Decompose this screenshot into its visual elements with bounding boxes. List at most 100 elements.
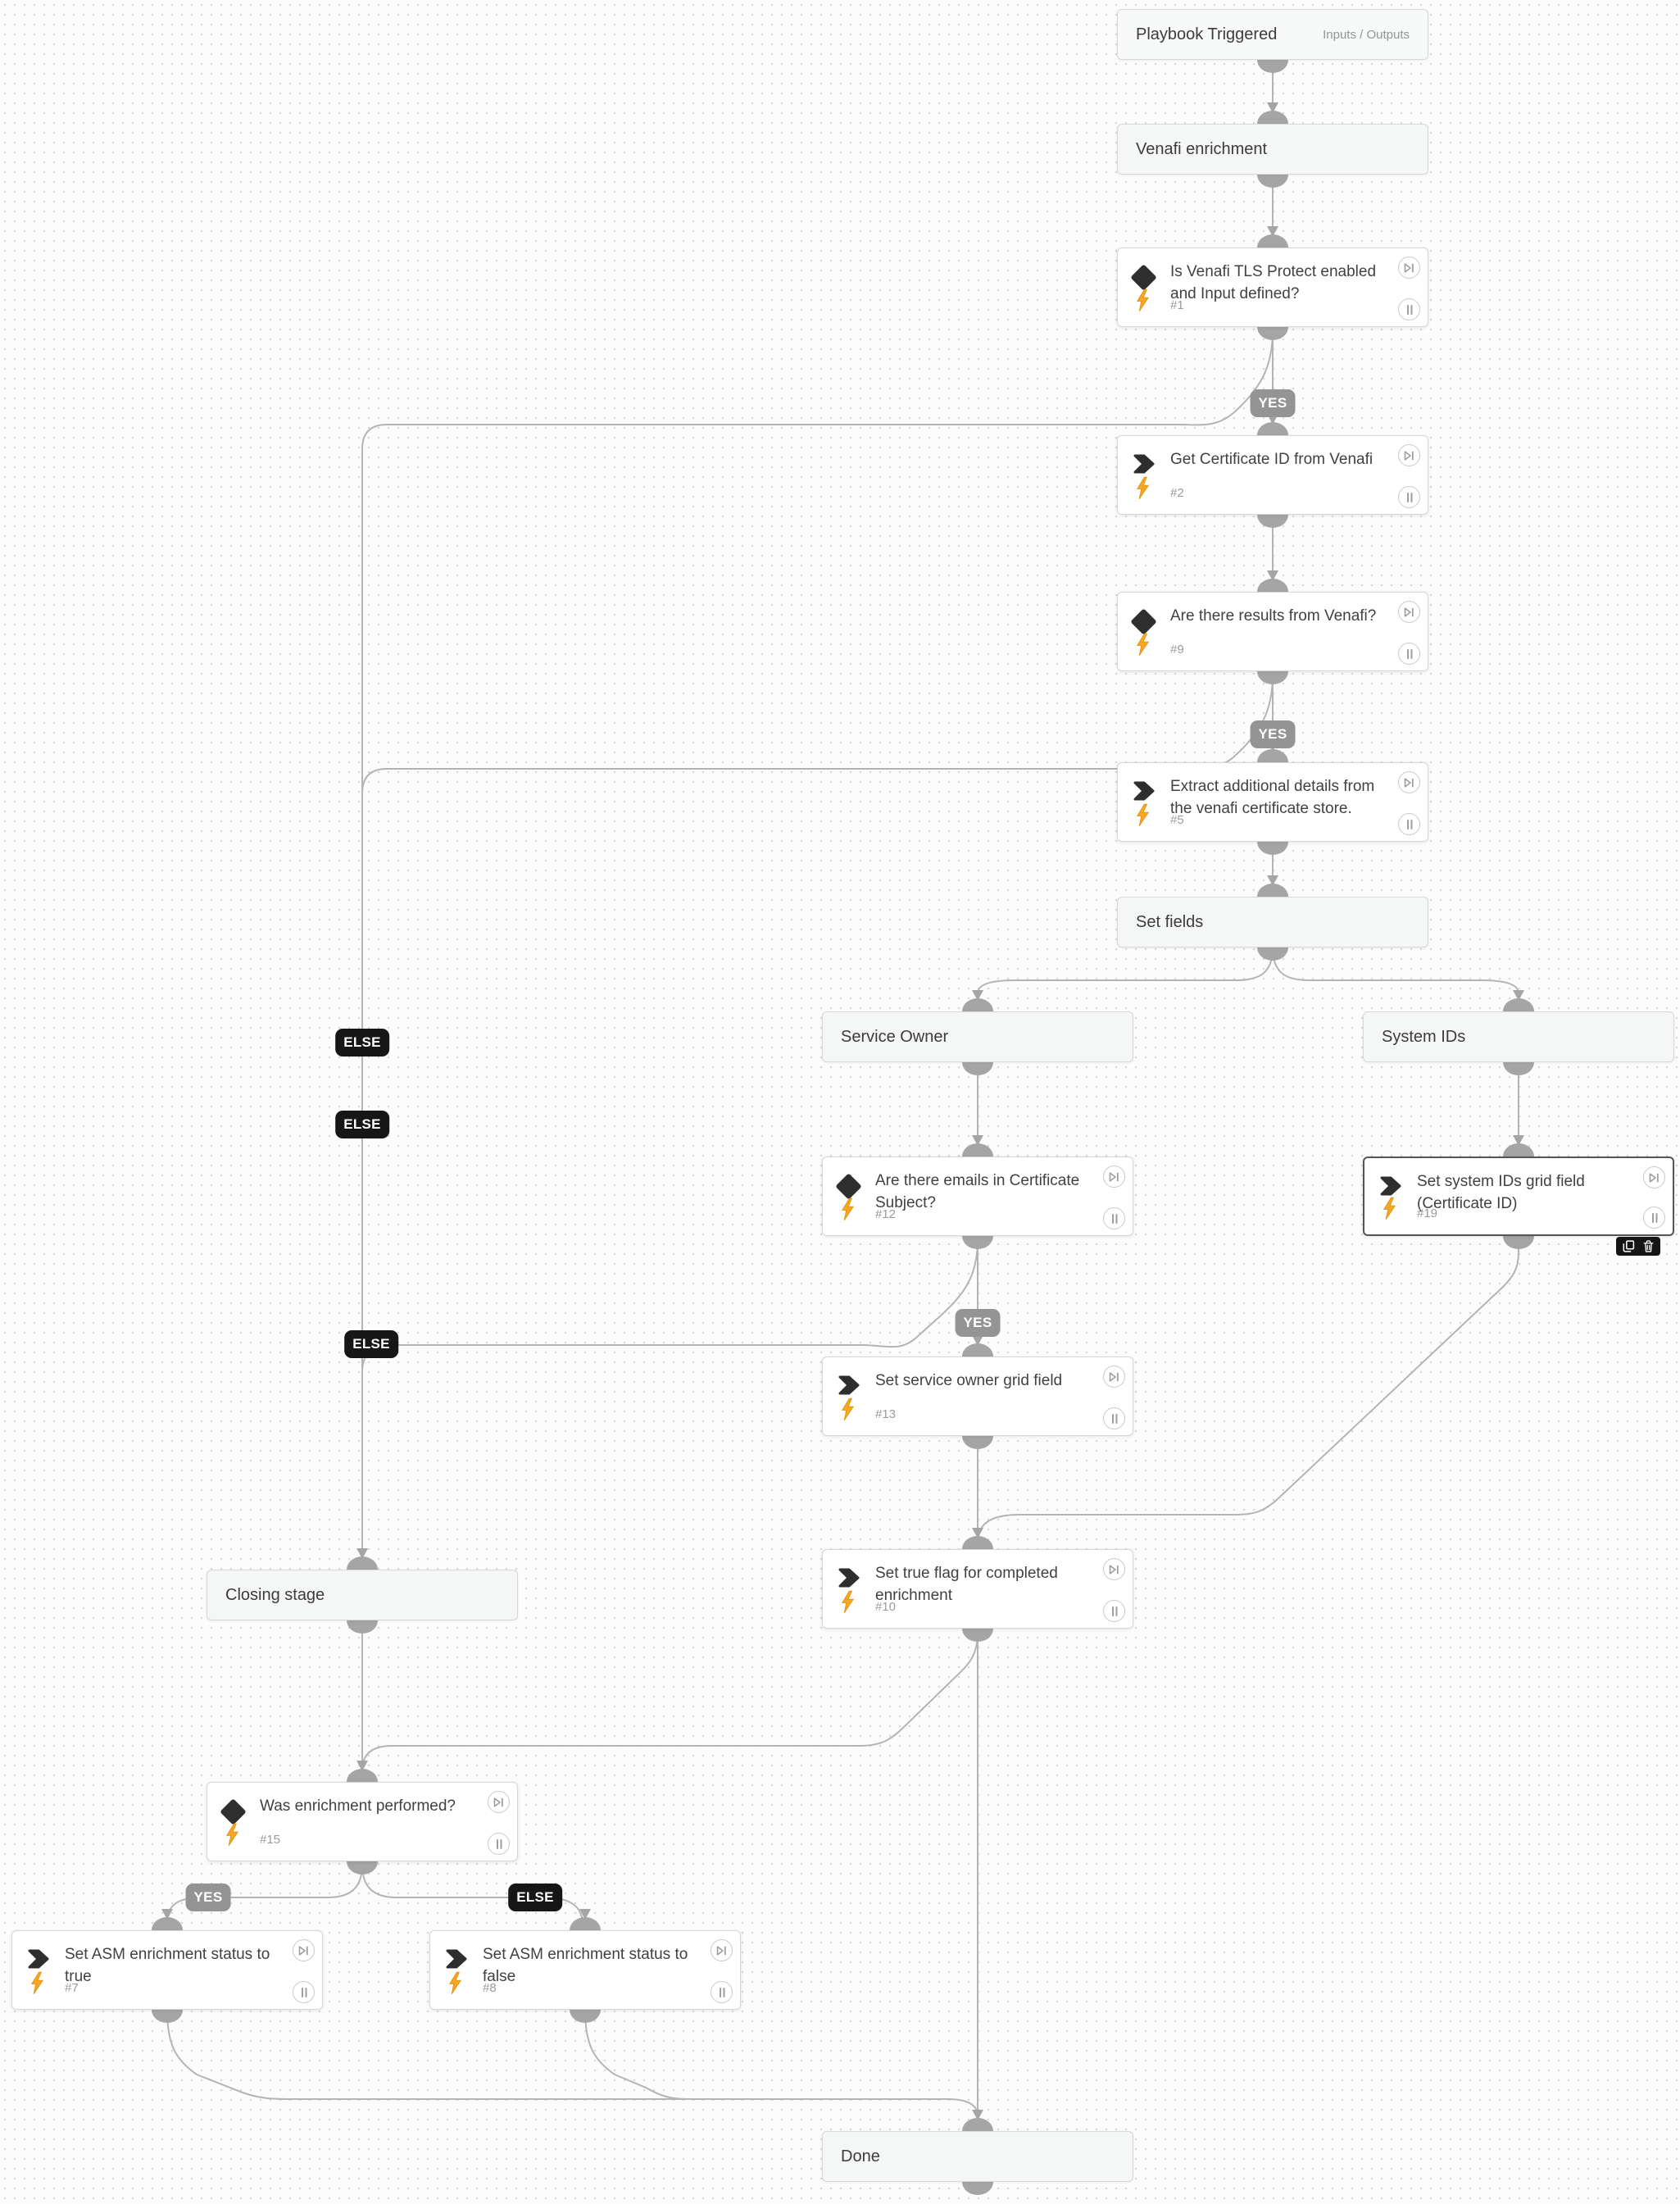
skip-forward-icon — [1404, 777, 1414, 788]
else-badge-1: ELSE — [335, 1029, 389, 1057]
task-number: #5 — [1170, 813, 1184, 827]
run-to-here-button[interactable] — [293, 1939, 315, 1961]
skip-forward-icon — [1109, 1564, 1119, 1575]
run-to-here-button[interactable] — [488, 1791, 510, 1813]
task-title: Set ASM enrichment status to false — [483, 1946, 688, 1985]
copy-button[interactable] — [1623, 1240, 1635, 1252]
task-number: #13 — [875, 1407, 897, 1421]
pause-button[interactable] — [1103, 1207, 1125, 1229]
pause-button[interactable] — [711, 1981, 733, 2003]
run-to-here-button[interactable] — [711, 1939, 733, 1961]
run-to-here-button[interactable] — [1398, 444, 1420, 466]
else-badge-4: ELSE — [508, 1884, 562, 1911]
task-number: #12 — [875, 1207, 897, 1221]
yes-badge-1: YES — [1250, 389, 1296, 417]
task-node-10[interactable]: Set true flag for completed enrichment #… — [822, 1549, 1133, 1629]
task-chevron-icon — [1132, 779, 1155, 802]
lightning-icon — [840, 1590, 856, 1618]
task-number: #19 — [1417, 1207, 1438, 1220]
task-number: #8 — [483, 1981, 497, 1995]
section-title: Venafi enrichment — [1136, 139, 1268, 158]
pause-icon — [1651, 1212, 1657, 1223]
skip-forward-icon — [493, 1797, 503, 1807]
condition-node-12[interactable]: Are there emails in Certificate Subject?… — [822, 1157, 1133, 1236]
run-to-here-button[interactable] — [1103, 1166, 1125, 1188]
pause-icon — [719, 1987, 724, 1997]
condition-node-15[interactable]: Was enrichment performed? #15 — [207, 1782, 518, 1861]
lightning-icon — [1135, 289, 1151, 316]
yes-badge-4: YES — [185, 1884, 231, 1911]
inputs-outputs-link[interactable]: Inputs / Outputs — [1323, 27, 1410, 42]
section-title: Set fields — [1136, 912, 1204, 931]
pause-button[interactable] — [1398, 813, 1420, 835]
lightning-icon — [840, 1197, 856, 1225]
task-chevron-icon — [837, 1566, 860, 1589]
pause-button[interactable] — [1398, 643, 1420, 665]
task-chevron-icon — [26, 1947, 49, 1970]
yes-badge-2: YES — [1250, 720, 1296, 748]
section-title: Done — [841, 2147, 880, 2165]
pause-button[interactable] — [1398, 298, 1420, 320]
task-node-7[interactable]: Set ASM enrichment status to true #7 — [11, 1930, 323, 2010]
playbook-triggered-node[interactable]: Playbook Triggered Inputs / Outputs — [1117, 9, 1428, 60]
section-header-closing-stage[interactable]: Closing stage — [207, 1570, 518, 1620]
task-node-8[interactable]: Set ASM enrichment status to false #8 — [429, 1930, 741, 2010]
section-header-service-owner[interactable]: Service Owner — [822, 1011, 1133, 1062]
run-to-here-button[interactable] — [1103, 1366, 1125, 1388]
pause-icon — [1406, 819, 1412, 829]
task-title: Get Certificate ID from Venafi — [1170, 451, 1374, 468]
task-node-13[interactable]: Set service owner grid field #13 — [822, 1356, 1133, 1436]
condition-diamond-icon — [1130, 264, 1157, 291]
yes-badge-3: YES — [955, 1309, 1001, 1337]
task-chevron-icon — [837, 1374, 860, 1397]
pause-icon — [1111, 1606, 1117, 1616]
lightning-icon — [30, 1971, 45, 1999]
condition-node-1[interactable]: Is Venafi TLS Protect enabled and Input … — [1117, 248, 1428, 327]
task-number: #10 — [875, 1600, 897, 1614]
task-title: Was enrichment performed? — [260, 1797, 456, 1815]
pause-button[interactable] — [1103, 1407, 1125, 1429]
skip-forward-icon — [1404, 450, 1414, 461]
lightning-icon — [840, 1397, 856, 1425]
done-node[interactable]: Done — [822, 2131, 1133, 2182]
skip-forward-icon — [1404, 262, 1414, 273]
task-node-2[interactable]: Get Certificate ID from Venafi #2 — [1117, 435, 1428, 515]
task-number: #9 — [1170, 643, 1184, 657]
run-to-here-button[interactable] — [1398, 771, 1420, 793]
selected-task-toolbar — [1616, 1237, 1660, 1256]
pause-button[interactable] — [1398, 486, 1420, 508]
skip-forward-icon — [716, 1945, 726, 1956]
lightning-icon — [1135, 633, 1151, 661]
lightning-icon — [225, 1823, 240, 1851]
run-to-here-button[interactable] — [1103, 1558, 1125, 1580]
condition-diamond-icon — [835, 1173, 862, 1200]
skip-forward-icon — [1109, 1171, 1119, 1182]
playbook-title: Playbook Triggered — [1136, 25, 1278, 43]
section-header-venafi-enrichment[interactable]: Venafi enrichment — [1117, 124, 1428, 175]
task-node-19[interactable]: Set system IDs grid field (Certificate I… — [1363, 1157, 1674, 1236]
run-to-here-button[interactable] — [1643, 1166, 1665, 1188]
run-to-here-button[interactable] — [1398, 601, 1420, 623]
pause-icon — [496, 1838, 502, 1849]
lightning-icon — [1135, 476, 1151, 504]
pause-button[interactable] — [488, 1833, 510, 1855]
pause-button[interactable] — [293, 1981, 315, 2003]
section-title: Service Owner — [841, 1027, 949, 1046]
task-title: Are there emails in Certificate Subject? — [875, 1172, 1080, 1211]
delete-button[interactable] — [1643, 1240, 1654, 1252]
pause-button[interactable] — [1643, 1207, 1665, 1229]
task-chevron-icon — [1132, 452, 1155, 475]
section-header-system-ids[interactable]: System IDs — [1363, 1011, 1674, 1062]
pause-button[interactable] — [1103, 1600, 1125, 1622]
else-badge-3: ELSE — [344, 1330, 398, 1358]
section-title: Closing stage — [225, 1585, 325, 1604]
skip-forward-icon — [1649, 1172, 1659, 1183]
run-to-here-button[interactable] — [1398, 257, 1420, 279]
task-title: Set true flag for completed enrichment — [875, 1565, 1058, 1604]
task-title: Are there results from Venafi? — [1170, 607, 1377, 625]
condition-node-9[interactable]: Are there results from Venafi? #9 — [1117, 592, 1428, 671]
condition-diamond-icon — [1130, 608, 1157, 635]
section-header-set-fields[interactable]: Set fields — [1117, 897, 1428, 947]
task-node-5[interactable]: Extract additional details from the vena… — [1117, 762, 1428, 842]
